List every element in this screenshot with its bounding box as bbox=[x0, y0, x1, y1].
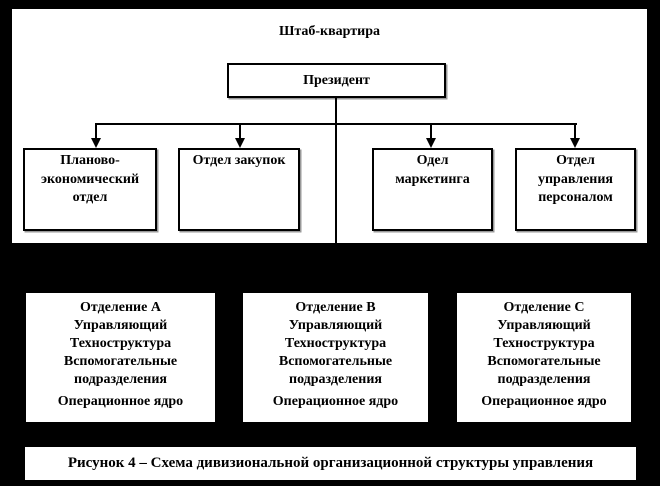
connector-drop-1 bbox=[95, 123, 97, 140]
division-b-technostructure: Техноструктура bbox=[284, 336, 387, 351]
headquarters-panel: Штаб-квартира Президент Планово- экономи… bbox=[12, 9, 647, 243]
division-box-c: Отделение C Управляющий Техноструктура В… bbox=[455, 291, 633, 424]
connector-stem-vertical bbox=[335, 98, 337, 243]
department-box-planning: Планово- экономический отдел bbox=[23, 148, 157, 231]
division-c-support-units: Вспомогательные подразделения bbox=[487, 354, 601, 387]
division-a-technostructure: Техноструктура bbox=[69, 336, 172, 351]
division-a-manager: Управляющий bbox=[73, 318, 168, 333]
headquarters-label: Штаб-квартира bbox=[278, 24, 381, 39]
down-arrow-icon-1 bbox=[91, 138, 101, 148]
down-arrow-icon-3 bbox=[426, 138, 436, 148]
division-b-manager: Управляющий bbox=[288, 318, 383, 333]
division-box-b: Отделение B Управляющий Техноструктура В… bbox=[241, 291, 430, 424]
figure-caption-bar: Рисунок 4 – Схема дивизиональной организ… bbox=[24, 446, 637, 481]
division-c-manager: Управляющий bbox=[497, 318, 591, 333]
connector-drop-3 bbox=[430, 123, 432, 140]
division-a-title: Отделение A bbox=[80, 300, 161, 315]
division-b-support-units: Вспомогательные подразделения bbox=[278, 354, 393, 387]
department-box-marketing: Одел маркетинга bbox=[372, 148, 493, 231]
president-label: Президент bbox=[303, 72, 370, 88]
division-b-operating-core: Операционное ядро bbox=[272, 394, 399, 409]
division-c-title: Отделение C bbox=[503, 300, 585, 315]
down-arrow-icon-2 bbox=[235, 138, 245, 148]
down-arrow-icon-4 bbox=[570, 138, 580, 148]
figure-caption: Рисунок 4 – Схема дивизиональной организ… bbox=[67, 455, 594, 471]
department-box-hr: Отдел управления персоналом bbox=[515, 148, 636, 231]
connector-drop-2 bbox=[239, 123, 241, 140]
division-c-technostructure: Техноструктура bbox=[493, 336, 595, 351]
department-box-procurement: Отдел закупок bbox=[178, 148, 300, 231]
division-a-operating-core: Операционное ядро bbox=[57, 394, 184, 409]
division-a-support-units: Вспомогательные подразделения bbox=[63, 354, 178, 387]
division-box-a: Отделение A Управляющий Техноструктура В… bbox=[24, 291, 217, 424]
division-b-title: Отделение B bbox=[295, 300, 376, 315]
president-box: Президент bbox=[227, 63, 446, 98]
connector-drop-4 bbox=[574, 123, 576, 140]
division-c-operating-core: Операционное ядро bbox=[481, 394, 607, 409]
connector-horizontal bbox=[96, 123, 577, 125]
